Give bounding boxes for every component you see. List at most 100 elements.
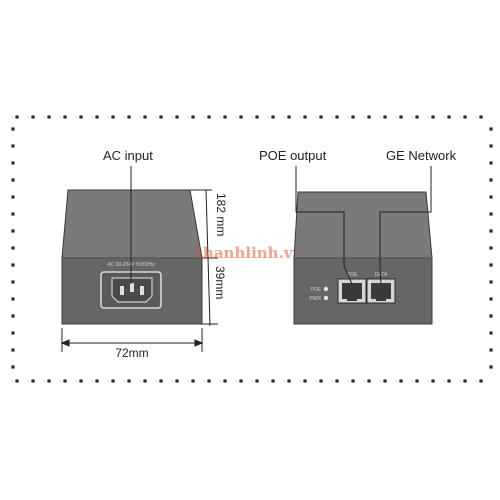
ge-network-leader-line bbox=[379, 166, 432, 285]
frame-dot bbox=[489, 195, 493, 199]
frame-dot bbox=[11, 161, 15, 165]
frame-dot bbox=[127, 115, 131, 119]
frame-dot bbox=[175, 115, 179, 119]
frame-dot bbox=[415, 115, 419, 119]
frame-dot bbox=[367, 115, 371, 119]
height-dimension-label: 39mm bbox=[213, 266, 227, 299]
frame-dot bbox=[489, 297, 493, 301]
frame-dot bbox=[239, 379, 243, 383]
frame-dot bbox=[207, 379, 211, 383]
frame-dot bbox=[11, 212, 15, 216]
frame-dot bbox=[271, 115, 275, 119]
poe-output-leader-line bbox=[295, 166, 353, 285]
frame-dot bbox=[479, 115, 483, 119]
ge-network-label: GE Network bbox=[386, 148, 457, 163]
frame-dot bbox=[15, 115, 19, 119]
frame-dot bbox=[367, 379, 371, 383]
frame-dot bbox=[447, 115, 451, 119]
frame-dot bbox=[11, 280, 15, 284]
frame-dot bbox=[489, 280, 493, 284]
frame-dot bbox=[489, 127, 493, 131]
inlet-pin-right bbox=[140, 286, 144, 295]
frame-dot bbox=[11, 127, 15, 131]
width-dimension bbox=[60, 328, 204, 352]
watermark-text: thanhlinh.vn bbox=[196, 244, 304, 262]
pwr-led-indicator bbox=[323, 295, 329, 301]
frame-dot bbox=[159, 379, 163, 383]
poe-led-indicator bbox=[323, 286, 329, 292]
frame-dot bbox=[489, 365, 493, 369]
frame-dot bbox=[489, 229, 493, 233]
frame-dot bbox=[11, 229, 15, 233]
frame-dot bbox=[383, 115, 387, 119]
frame-dot bbox=[489, 212, 493, 216]
frame-dot bbox=[207, 115, 211, 119]
frame-dot bbox=[47, 115, 51, 119]
inlet-pin-center bbox=[130, 283, 134, 292]
frame-dot bbox=[11, 331, 15, 335]
poe-output-label: POE output bbox=[259, 148, 327, 163]
depth-dimension-label: 182 mm bbox=[214, 193, 228, 236]
frame-dot bbox=[191, 115, 195, 119]
pwr-led-label: PWR bbox=[309, 296, 321, 302]
data-port-caption: DATA bbox=[375, 272, 388, 278]
frame-dot bbox=[447, 379, 451, 383]
frame-dot bbox=[431, 115, 435, 119]
frame-dot bbox=[415, 379, 419, 383]
frame-dot bbox=[143, 115, 147, 119]
frame-dot bbox=[11, 365, 15, 369]
frame-dot bbox=[303, 379, 307, 383]
frame-dot bbox=[399, 115, 403, 119]
frame-dot bbox=[489, 178, 493, 182]
frame-dot bbox=[223, 379, 227, 383]
frame-dot bbox=[63, 115, 67, 119]
frame-dot bbox=[271, 379, 275, 383]
frame-dot bbox=[11, 246, 15, 250]
frame-dot bbox=[489, 263, 493, 267]
frame-dot bbox=[223, 115, 227, 119]
frame-dot bbox=[255, 379, 259, 383]
frame-dot bbox=[255, 115, 259, 119]
ac-side-unit: AC 90-264V 50/60Hz AC input 72mm bbox=[60, 148, 228, 360]
poe-led-label: POE bbox=[310, 287, 321, 293]
ac-unit-top-face bbox=[61, 189, 203, 259]
frame-dot bbox=[175, 379, 179, 383]
frame-dot bbox=[351, 379, 355, 383]
frame-dot bbox=[303, 115, 307, 119]
frame-dot bbox=[79, 115, 83, 119]
poe-unit-top-face bbox=[293, 191, 433, 259]
frame-top-edge bbox=[15, 115, 483, 119]
frame-dot bbox=[111, 115, 115, 119]
frame-dot bbox=[351, 115, 355, 119]
frame-right-edge bbox=[489, 127, 493, 369]
frame-dot bbox=[191, 379, 195, 383]
frame-dot bbox=[463, 379, 467, 383]
inlet-pin-left bbox=[120, 286, 124, 295]
frame-dot bbox=[95, 379, 99, 383]
frame-dot bbox=[63, 379, 67, 383]
frame-left-edge bbox=[11, 127, 15, 369]
frame-dot bbox=[95, 115, 99, 119]
frame-dot bbox=[335, 379, 339, 383]
frame-dot bbox=[127, 379, 131, 383]
frame-dot bbox=[489, 348, 493, 352]
frame-dot bbox=[489, 144, 493, 148]
side-dimensions bbox=[190, 189, 218, 327]
dotted-frame bbox=[11, 115, 493, 383]
frame-dot bbox=[479, 379, 483, 383]
frame-dot bbox=[47, 379, 51, 383]
poe-rj45-port bbox=[337, 278, 367, 304]
width-dimension-label: 72mm bbox=[115, 346, 148, 360]
frame-dot bbox=[79, 379, 83, 383]
frame-bottom-edge bbox=[15, 379, 483, 383]
frame-dot bbox=[335, 115, 339, 119]
frame-dot bbox=[11, 314, 15, 318]
frame-dot bbox=[143, 379, 147, 383]
frame-dot bbox=[489, 314, 493, 318]
frame-dot bbox=[287, 379, 291, 383]
frame-dot bbox=[111, 379, 115, 383]
frame-dot bbox=[287, 115, 291, 119]
frame-dot bbox=[159, 115, 163, 119]
frame-dot bbox=[11, 144, 15, 148]
frame-dot bbox=[11, 178, 15, 182]
